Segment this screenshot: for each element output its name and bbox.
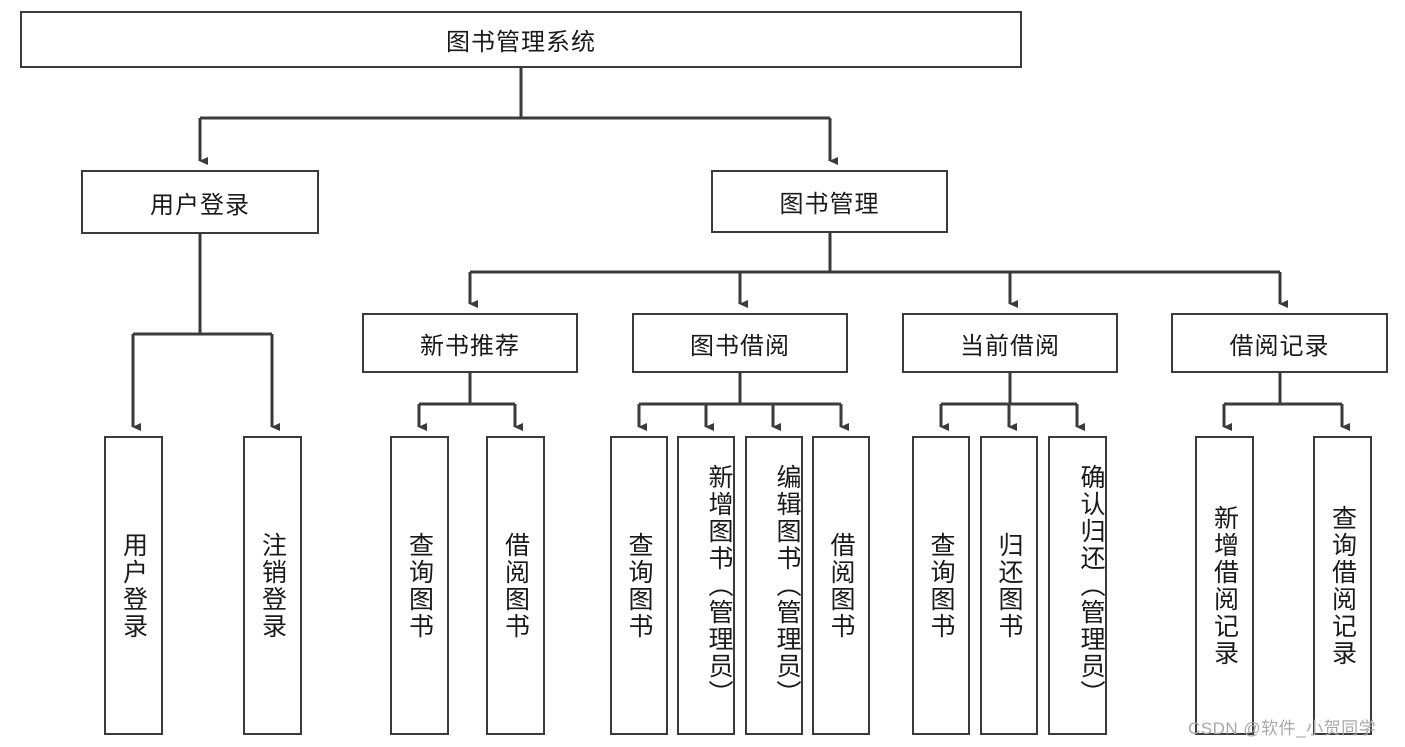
- edges-root-to-level2: [198, 68, 838, 165]
- node-leaf-borrow-book-2[interactable]: 借阅图书: [812, 436, 870, 735]
- node-leaf-query-record[interactable]: 查询借阅记录: [1313, 436, 1372, 735]
- edges-borrowrecord-to-leaves: [1222, 373, 1350, 431]
- node-book-management[interactable]: 图书管理: [711, 170, 948, 233]
- edges-userlogin-to-leaves: [131, 234, 280, 431]
- node-label: 新增借阅记录: [1210, 504, 1239, 667]
- node-leaf-query-book-1[interactable]: 查询图书: [390, 436, 449, 735]
- node-label: 新书推荐: [420, 332, 520, 360]
- node-leaf-edit-book[interactable]: 编辑图书（管理员）: [745, 436, 803, 735]
- node-label: 借阅图书: [827, 531, 855, 640]
- node-label: 编辑图书（管理员）: [773, 464, 801, 707]
- node-book-borrow[interactable]: 图书借阅: [632, 313, 848, 373]
- node-label: 借阅记录: [1229, 332, 1330, 360]
- node-leaf-user-login[interactable]: 用户登录: [104, 436, 163, 735]
- node-label: 查询图书: [927, 531, 955, 640]
- node-leaf-query-book-3[interactable]: 查询图书: [912, 436, 970, 735]
- node-label: 图书管理系统: [446, 29, 596, 56]
- node-new-book-recommend[interactable]: 新书推荐: [362, 313, 578, 373]
- node-label: 注销登录: [258, 531, 287, 640]
- edges-bookmgmt-to-level3: [468, 233, 1288, 308]
- node-label: 新增图书（管理员）: [705, 464, 733, 707]
- node-label: 查询借阅记录: [1328, 504, 1357, 667]
- node-leaf-borrow-book-1[interactable]: 借阅图书: [486, 436, 545, 735]
- node-label: 图书管理: [779, 191, 880, 218]
- node-label: 用户登录: [150, 191, 250, 219]
- node-label: 归还图书: [995, 531, 1023, 640]
- edges-newbook-to-leaves: [417, 373, 523, 431]
- node-label: 用户登录: [119, 531, 148, 640]
- node-leaf-return-book[interactable]: 归还图书: [980, 436, 1038, 735]
- node-user-login[interactable]: 用户登录: [81, 170, 319, 234]
- edges-currentborrow-to-leaves: [939, 373, 1085, 431]
- edges-bookborrow-to-leaves: [637, 373, 849, 431]
- node-leaf-logout-login[interactable]: 注销登录: [243, 436, 302, 735]
- node-leaf-confirm-return[interactable]: 确认归还（管理员）: [1048, 436, 1107, 735]
- node-root-title[interactable]: 图书管理系统: [20, 11, 1022, 68]
- node-label: 图书借阅: [690, 332, 790, 360]
- node-leaf-add-record[interactable]: 新增借阅记录: [1195, 436, 1254, 735]
- node-borrow-record[interactable]: 借阅记录: [1171, 313, 1388, 373]
- node-label: 当前借阅: [960, 332, 1060, 360]
- node-label: 查询图书: [405, 531, 434, 640]
- node-leaf-query-book-2[interactable]: 查询图书: [610, 436, 668, 735]
- node-label: 查询图书: [625, 531, 653, 640]
- node-leaf-add-book[interactable]: 新增图书（管理员）: [677, 436, 735, 735]
- node-current-borrow[interactable]: 当前借阅: [902, 313, 1118, 373]
- node-label: 确认归还（管理员）: [1077, 464, 1105, 707]
- node-label: 借阅图书: [501, 531, 530, 640]
